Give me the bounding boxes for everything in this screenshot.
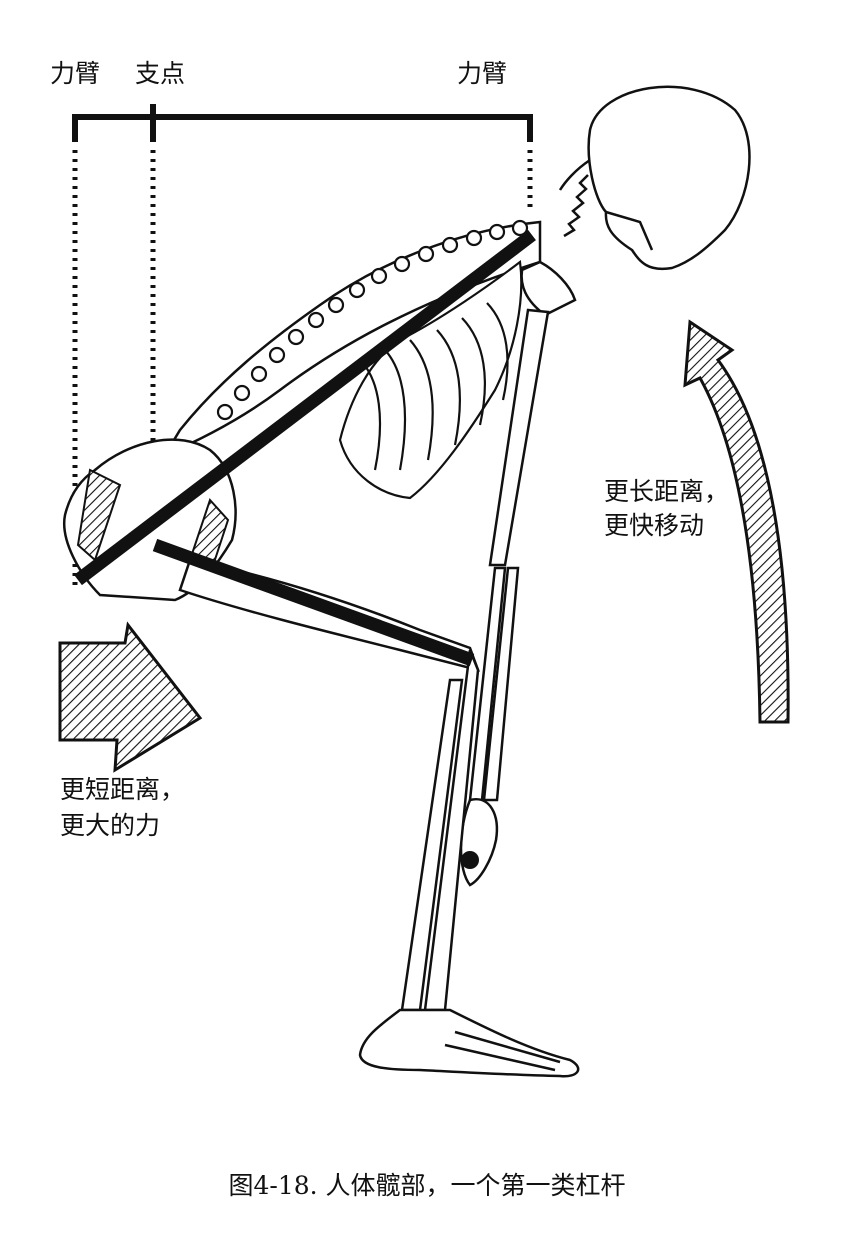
skull [558,85,751,271]
rib-cage [338,259,523,500]
spine-knobs [216,219,529,421]
neck-vertebrae [563,174,589,238]
faster-movement-label: 更快移动 [604,511,705,540]
fulcrum-label: 支点 [135,59,186,88]
arm-bones [459,260,577,887]
dotted-guide-lines [72,150,533,590]
hand-marker [461,851,479,869]
force-arm-label-right: 力臂 [457,59,508,88]
lever-bars [74,229,536,667]
force-arrow-icon [58,621,203,773]
greater-force-label: 更大的力 [60,811,161,840]
force-arm-label-left: 力臂 [50,59,101,88]
lever-arm-bracket [72,104,533,142]
figure-caption: 图4-18. 人体髋部，一个第一类杠杆 [228,1171,626,1200]
speed-arrow-icon [683,319,790,724]
foot [358,1008,580,1078]
longer-distance-label: 更长距离， [604,477,730,506]
shorter-distance-label: 更短距离， [60,775,186,804]
